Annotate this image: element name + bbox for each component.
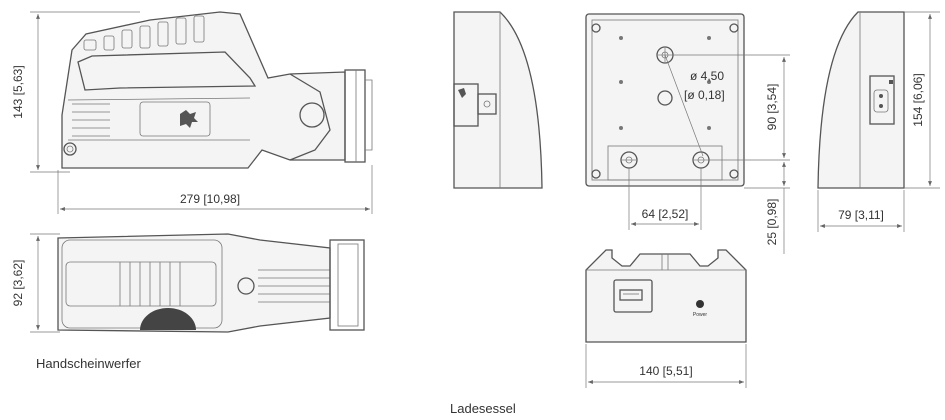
hole-spacing-dimension: 64 [2,52] (628, 168, 702, 230)
lamp-width-dimension: 92 [3,62] (11, 233, 60, 333)
lamp-width-label: 92 [3,62] (11, 260, 25, 307)
charger-width-label: 140 [5,51] (639, 364, 692, 378)
charger-left-view (453, 11, 543, 189)
charger-depth-dimension: 79 [3,11] (817, 190, 905, 232)
hole-diameter-inch-label: [ø 0,18] (684, 88, 725, 102)
lamp-length-dimension: 279 [10,98] (57, 165, 373, 214)
lamp-height-dimension: 143 [5,63] (11, 11, 140, 173)
charger-top-view (585, 13, 745, 187)
charger-vertical-label: 90 [3,54] (765, 84, 779, 131)
charger-offset-dimension: 25 [0,98] (744, 162, 790, 254)
lamp-side-view (61, 11, 373, 169)
charger-offset-label: 25 [0,98] (765, 199, 779, 246)
charger-height-label: 154 [6,06] (911, 73, 925, 126)
charger-width-dimension: 140 [5,51] (585, 344, 747, 388)
charger-depth-label: 79 [3,11] (838, 208, 884, 222)
lamp-top-view (57, 233, 365, 333)
power-label: Power (693, 312, 708, 318)
caption-handscheinwerfer: Handscheinwerfer (36, 356, 141, 371)
charger-height-dimension: 154 [6,06] (904, 11, 940, 189)
charger-front-view: Power (585, 249, 747, 343)
hole-diameter-label: ø 4,50 (690, 69, 724, 83)
charger-vertical-dimension: 90 [3,54] (672, 54, 790, 161)
lamp-length-label: 279 [10,98] (180, 192, 240, 206)
hole-spacing-label: 64 [2,52] (642, 207, 689, 221)
caption-ladesessel: Ladesessel (450, 401, 516, 416)
lamp-height-label: 143 [5,63] (11, 65, 25, 118)
charger-right-view (817, 11, 905, 189)
